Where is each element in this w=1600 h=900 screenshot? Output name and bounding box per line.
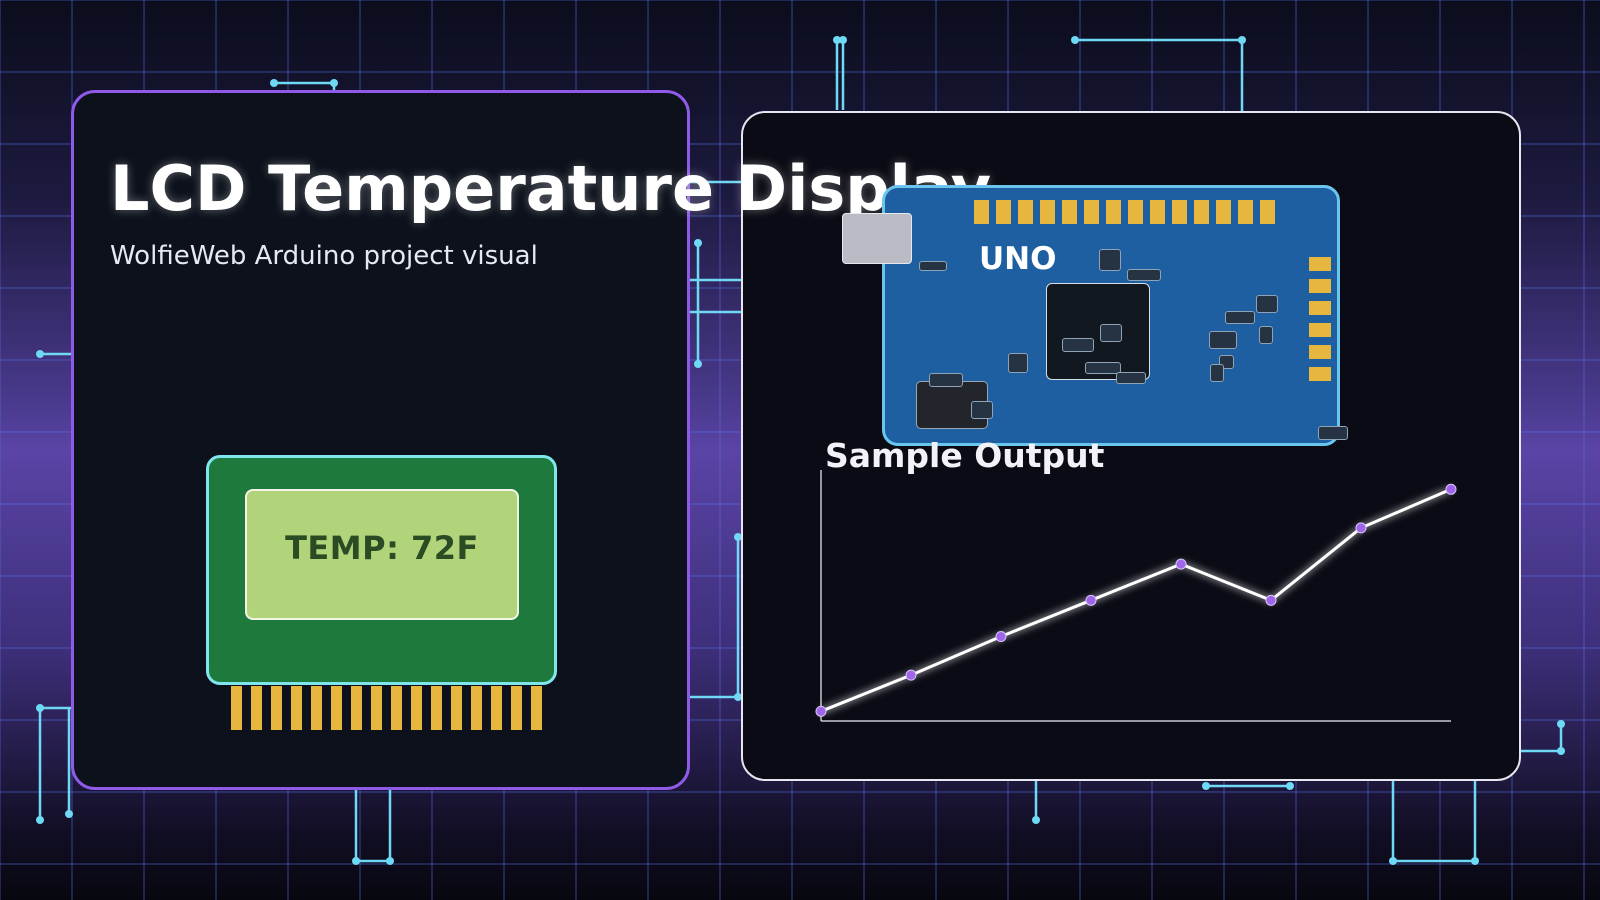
component (1210, 364, 1224, 382)
component (971, 401, 993, 419)
component (1225, 311, 1255, 324)
lcd-pin (411, 686, 422, 730)
lcd-pin (331, 686, 342, 730)
header-pin (1062, 200, 1077, 224)
component (1099, 249, 1121, 271)
header-pin (1018, 200, 1033, 224)
lcd-pin (451, 686, 462, 730)
side-pin (1309, 323, 1331, 337)
lcd-pin-header (231, 686, 542, 730)
side-pin (1309, 257, 1331, 271)
header-pin (974, 200, 989, 224)
lcd-pin (311, 686, 322, 730)
header-pin (1194, 200, 1209, 224)
header-pin (996, 200, 1011, 224)
usb-port (842, 213, 912, 264)
side-pin (1309, 301, 1331, 315)
header-pin (1106, 200, 1121, 224)
component (1116, 372, 1146, 384)
trace-nodes (36, 36, 1565, 865)
component (1127, 269, 1161, 281)
header-pin (1238, 200, 1253, 224)
lcd-pin (391, 686, 402, 730)
page-subtitle: WolfieWeb Arduino project visual (110, 241, 538, 271)
component (1318, 426, 1348, 440)
component (1209, 331, 1237, 349)
component (1085, 362, 1121, 374)
lcd-pin (431, 686, 442, 730)
component (1100, 324, 1122, 342)
header-pin (1216, 200, 1231, 224)
lcd-pin (351, 686, 362, 730)
board-label: UNO (979, 241, 1057, 277)
header-pin (1040, 200, 1055, 224)
lcd-pin (531, 686, 542, 730)
lcd-pin (371, 686, 382, 730)
lcd-module: TEMP: 72F (206, 455, 557, 685)
side-pin (1309, 279, 1331, 293)
lcd-screen: TEMP: 72F (245, 489, 519, 620)
lcd-pin (471, 686, 482, 730)
lcd-pin (291, 686, 302, 730)
component (929, 373, 963, 387)
component (1256, 295, 1278, 313)
header-pin (1172, 200, 1187, 224)
header-pin (1128, 200, 1143, 224)
side-pin (1309, 345, 1331, 359)
chart-title: Sample Output (825, 436, 1105, 475)
lcd-pin (511, 686, 522, 730)
lcd-pin (231, 686, 242, 730)
lcd-readout: TEMP: 72F (285, 528, 479, 567)
lcd-pin (271, 686, 282, 730)
component (1062, 338, 1094, 352)
lcd-pin (491, 686, 502, 730)
side-pin (1309, 367, 1331, 381)
lcd-pin (251, 686, 262, 730)
component (1259, 326, 1273, 344)
component (1008, 353, 1028, 373)
header-pin (1150, 200, 1165, 224)
component (919, 261, 947, 271)
header-pin (1084, 200, 1099, 224)
page-title: LCD Temperature Display (110, 152, 992, 225)
header-pin (1260, 200, 1275, 224)
